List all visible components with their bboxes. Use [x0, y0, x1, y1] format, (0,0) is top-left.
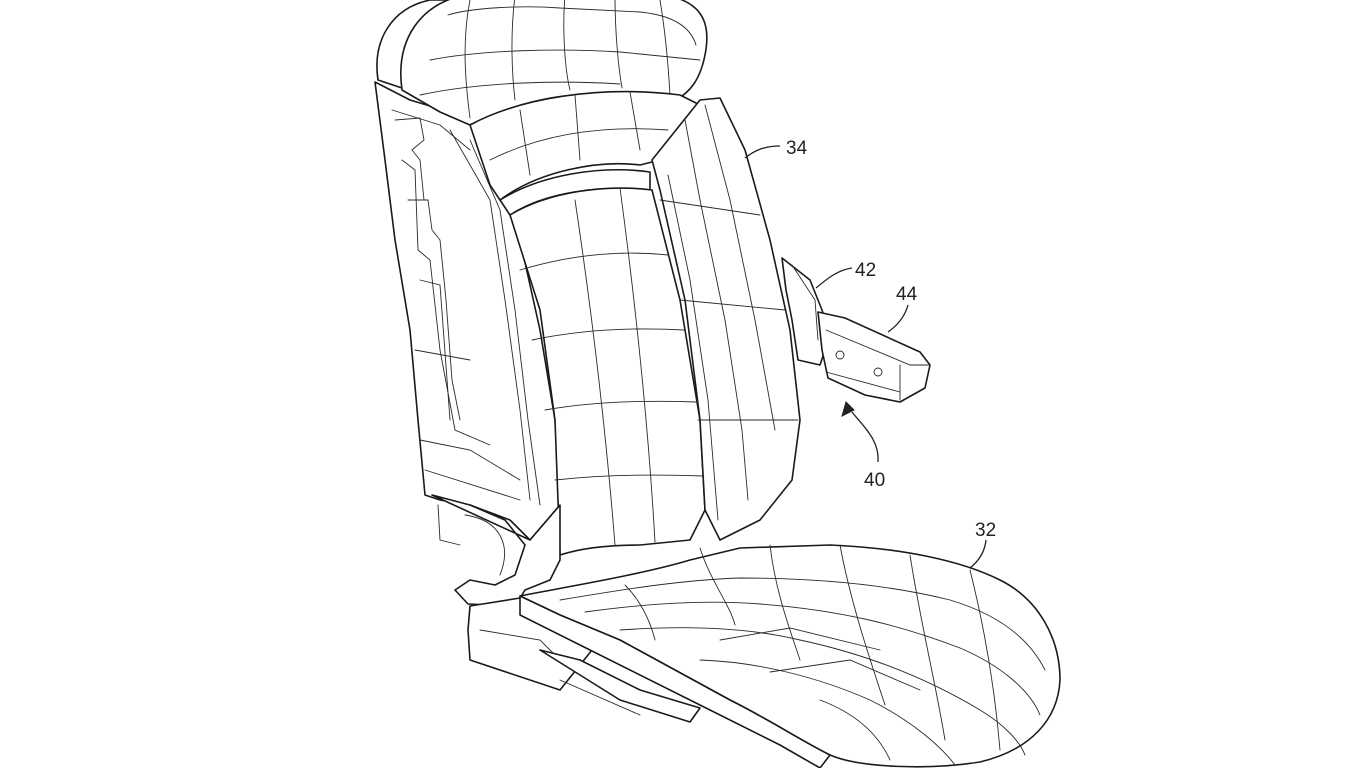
seat-cushion — [519, 544, 1061, 768]
label-module-44: 44 — [887, 284, 918, 333]
bracket-module — [781, 257, 931, 403]
label-40: 40 — [864, 470, 885, 491]
label-34: 34 — [786, 138, 808, 159]
label-44: 44 — [896, 284, 918, 305]
label-seatback-34: 34 — [744, 138, 808, 159]
seatback-right-bolster — [651, 97, 801, 541]
label-32: 32 — [975, 520, 996, 541]
label-bracket-42: 42 — [815, 260, 876, 289]
label-assembly-40: 40 — [841, 401, 885, 491]
seatback-center — [509, 187, 706, 556]
label-42: 42 — [855, 260, 876, 281]
label-cushion-32: 32 — [969, 520, 996, 569]
